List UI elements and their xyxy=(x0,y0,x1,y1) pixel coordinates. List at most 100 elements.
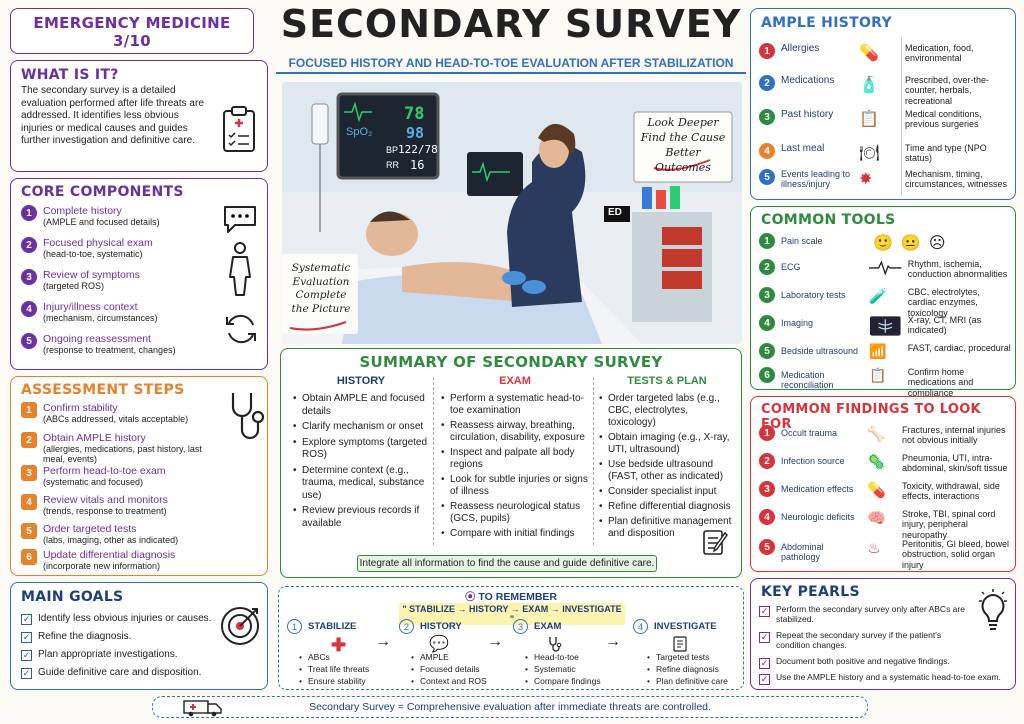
step-sub: (trends, response to treatment) xyxy=(43,506,167,516)
number-badge: 4 xyxy=(759,315,775,331)
key-pearls-panel: KEY PEARLS ✓Perform the secondary survey… xyxy=(750,578,1016,690)
arrow-right-icon: → xyxy=(375,633,391,650)
core-item-title: Ongoing reassessment xyxy=(43,333,151,345)
goal-text: Guide definitive care and disposition. xyxy=(38,667,202,678)
summary-tests-col: TESTS & PLAN Order targeted labs (e.g., … xyxy=(599,375,735,543)
monitor-spo2-label: SpO₂ xyxy=(346,126,373,138)
target-icon xyxy=(221,607,259,645)
lightbulb-icon xyxy=(979,589,1007,630)
stethoscope-icon xyxy=(549,637,562,652)
monitor-hr: 78 xyxy=(404,104,425,124)
pearl-item: ✓Use the AMPLE history and a systematic … xyxy=(759,672,1011,685)
ample-item-title: Allergies xyxy=(781,43,820,54)
step-item: Focused details xyxy=(411,664,487,674)
impact-burst-icon: ✸ xyxy=(859,171,873,188)
step-sub: (incorporate new information) xyxy=(43,561,161,571)
summary-history-item: Obtain AMPLE and focused details xyxy=(293,393,429,418)
core-item-title: Complete history xyxy=(43,205,122,217)
finding-title: Neurologic deficits xyxy=(781,512,855,522)
tool-desc: CBC, electrolytes, cardiac enzymes, toxi… xyxy=(907,287,980,318)
step-title: Perform head-to-toe exam xyxy=(43,465,166,477)
check-icon: ✓ xyxy=(759,658,770,669)
summary-history-item: Clarify mechanism or onset xyxy=(293,421,429,434)
pearl-text: Repeat the secondary survey if the patie… xyxy=(776,630,942,650)
common-tools-heading: COMMON TOOLS xyxy=(761,212,896,228)
number-badge: 5 xyxy=(21,333,37,349)
chat-icon: 💬 xyxy=(429,636,449,653)
tool-desc: Rhythm, ischemia, conduction abnormaliti… xyxy=(907,259,1008,280)
monitor-rr-label: RR xyxy=(386,160,399,170)
speech-bubble-icon xyxy=(224,206,256,233)
pearl-item: ✓ Perform the secondary survey only after… xyxy=(759,604,975,625)
goal-text: Refine the diagnosis. xyxy=(38,631,132,642)
refresh-cycle-icon xyxy=(226,314,256,344)
illustration: 78 SpO₂ 98 BP 122/78 RR 16 Look Deeper F… xyxy=(282,82,742,344)
step-item: Context and ROS xyxy=(411,676,487,686)
number-badge: 5 xyxy=(759,169,775,185)
plus-cross-icon: ✚ xyxy=(331,635,347,655)
summary-history-title: HISTORY xyxy=(336,375,386,387)
to-remember-panel: ⦿ TO REMEMBER " STABILIZE → HISTORY → EX… xyxy=(278,586,744,690)
finding-desc: Fractures, internal injuries not obvious… xyxy=(902,425,1006,446)
step-item: Systematic xyxy=(525,664,601,674)
ambulance-icon xyxy=(183,700,222,717)
number-badge: 6 xyxy=(759,367,775,383)
tool-title: Medication reconciliation xyxy=(781,370,834,391)
check-icon: ✓ xyxy=(21,650,32,661)
step-number: 4 xyxy=(633,619,648,634)
step-item: Refine diagnosis xyxy=(647,664,728,674)
check-icon: ✓ xyxy=(759,606,770,617)
test-tubes-icon: 🧪 xyxy=(869,288,888,305)
step-title: Confirm stability xyxy=(43,402,118,414)
step-sub: (allergies, medications, past history, l… xyxy=(43,444,202,465)
goal-item: ✓Refine the diagnosis. xyxy=(21,631,131,643)
main-goals-panel: MAIN GOALS ✓Identify less obvious injuri… xyxy=(10,582,268,690)
step-title: HISTORY xyxy=(420,621,462,632)
step-title: EXAM xyxy=(534,621,562,632)
number-badge: 3 xyxy=(759,481,775,497)
clipboard-icon xyxy=(223,106,255,152)
capsule-icon: 💊 xyxy=(867,482,886,499)
number-badge: 1 xyxy=(759,425,775,441)
check-icon: ✓ xyxy=(759,674,770,685)
step-item: Plan definitive care xyxy=(647,676,728,686)
clinical-scene-image xyxy=(282,82,742,344)
summary-exam-item: Reassess airway, breathing, circulation,… xyxy=(441,420,589,444)
finding-title: Occult trauma xyxy=(781,428,838,438)
report-icon xyxy=(673,636,687,652)
to-remember-title: TO REMEMBER xyxy=(478,591,557,603)
tool-title: Imaging xyxy=(781,318,814,328)
summary-heading: SUMMARY OF SECONDARY SURVEY xyxy=(359,353,663,371)
number-badge: 2 xyxy=(21,237,37,253)
ample-item-title: Last meal xyxy=(781,143,825,154)
bottom-banner: Secondary Survey = Comprehensive evaluat… xyxy=(152,696,868,718)
step-title: Review vitals and monitors xyxy=(43,494,168,506)
monitor-bp-label: BP xyxy=(386,145,399,155)
tool-desc: Confirm home medications and compliance xyxy=(907,367,974,398)
summary-history-col: HISTORY Obtain AMPLE and focused details… xyxy=(293,375,429,533)
ample-item-desc: Mechanism, timing, circumstances, witnes… xyxy=(905,169,1008,190)
step-item: Targeted tests xyxy=(647,653,728,662)
pearl-text: Perform the secondary survey only after … xyxy=(776,604,965,624)
tool-title: Pain scale xyxy=(781,236,823,246)
finding-desc: Stroke, TBI, spinal cord injury, periphe… xyxy=(902,509,996,540)
ample-item-title: Past history xyxy=(781,109,834,120)
ample-item-desc: Time and type (NPO status) xyxy=(905,143,987,164)
document-icon: 📋 xyxy=(859,111,879,128)
step-sub: (labs, imaging, other as indicated) xyxy=(43,535,179,545)
bottom-banner-text: Secondary Survey = Comprehensive evaluat… xyxy=(309,701,711,713)
number-badge: 2 xyxy=(759,75,775,91)
number-badge: 1 xyxy=(759,43,775,59)
summary-exam-item: Perform a systematic head-to-toe examina… xyxy=(441,393,589,417)
tool-title: ECG xyxy=(781,262,801,272)
pearl-text: Document both positive and negative find… xyxy=(776,656,950,666)
